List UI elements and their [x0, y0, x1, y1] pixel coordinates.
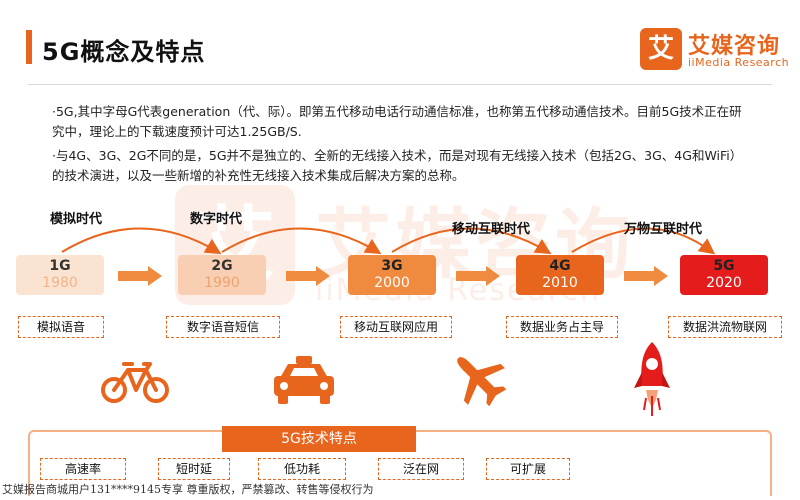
step-arrow-icon: [456, 266, 500, 286]
gen-box-5g: 5G 2020: [680, 255, 768, 295]
gen-year: 2000: [374, 275, 410, 291]
step-arrow-icon: [286, 266, 330, 286]
gen-label-5g: 数据洪流物联网: [668, 316, 782, 338]
gen-box-3g: 3G 2000: [348, 255, 436, 295]
gen-box-2g: 2G 1990: [178, 255, 266, 295]
gen-label-3g: 移动互联网应用: [340, 316, 452, 338]
gen-label-2g: 数字语音短信: [166, 316, 280, 338]
feature-panel-title: 5G技术特点: [222, 426, 416, 452]
logo-mark: 艾: [640, 28, 682, 70]
taxi-icon: [274, 356, 334, 404]
gen-label-1g: 模拟语音: [18, 316, 104, 338]
gen-name: 4G: [549, 258, 571, 274]
era-label-analog: 模拟时代: [50, 212, 103, 227]
feature-tag-low-power: 低功耗: [258, 458, 346, 480]
gen-year: 2010: [542, 275, 578, 291]
bicycle-icon: [101, 362, 169, 403]
feature-tag-low-latency: 短时延: [158, 458, 230, 480]
bullet-difference: ·与4G、3G、2G不同的是，5G并不是独立的、全新的无线接入技术，而是对现有无…: [52, 148, 743, 183]
gen-year: 1990: [204, 275, 240, 291]
iimedia-logo: 艾 艾媒咨询 iiMedia Research: [640, 26, 790, 76]
logo-name-cn: 艾媒咨询: [688, 34, 781, 59]
gen-name: 2G: [211, 258, 233, 274]
gen-label-4g: 数据业务占主导: [506, 316, 618, 338]
feature-tag-high-speed: 高速率: [40, 458, 126, 480]
era-label-mobile-internet: 移动互联时代: [452, 222, 531, 237]
copyright-footer: 艾媒报告商城用户131****9145专享 尊重版权，严禁篡改、转售等侵权行为: [2, 483, 374, 496]
header-divider: [28, 84, 772, 85]
title-accent-bar: [26, 30, 32, 64]
rocket-icon: [634, 342, 670, 416]
arc-1g-2g: [61, 227, 222, 255]
gen-year: 2020: [706, 275, 742, 291]
airplane-icon: [457, 357, 507, 407]
feature-tag-ubiquitous: 泛在网: [378, 458, 464, 480]
gen-box-1g: 1G 1980: [16, 255, 104, 295]
gen-year: 1980: [42, 275, 78, 291]
era-label-digital: 数字时代: [190, 212, 243, 227]
gen-name: 1G: [49, 258, 71, 274]
gen-name: 3G: [381, 258, 403, 274]
page-title: 5G概念及特点: [42, 38, 206, 66]
bullet-definition: ·5G,其中字母G代表generation（代、际）。即第五代移动电话行动通信标…: [52, 104, 742, 139]
gen-box-4g: 4G 2010: [516, 255, 604, 295]
step-arrow-icon: [118, 266, 162, 286]
era-label-iot: 万物互联时代: [624, 222, 703, 237]
arc-2g-3g: [221, 227, 382, 255]
step-arrow-icon: [624, 266, 668, 286]
gen-name: 5G: [713, 258, 735, 274]
feature-tag-scalable: 可扩展: [486, 458, 570, 480]
logo-name-en: iiMedia Research: [688, 56, 790, 69]
